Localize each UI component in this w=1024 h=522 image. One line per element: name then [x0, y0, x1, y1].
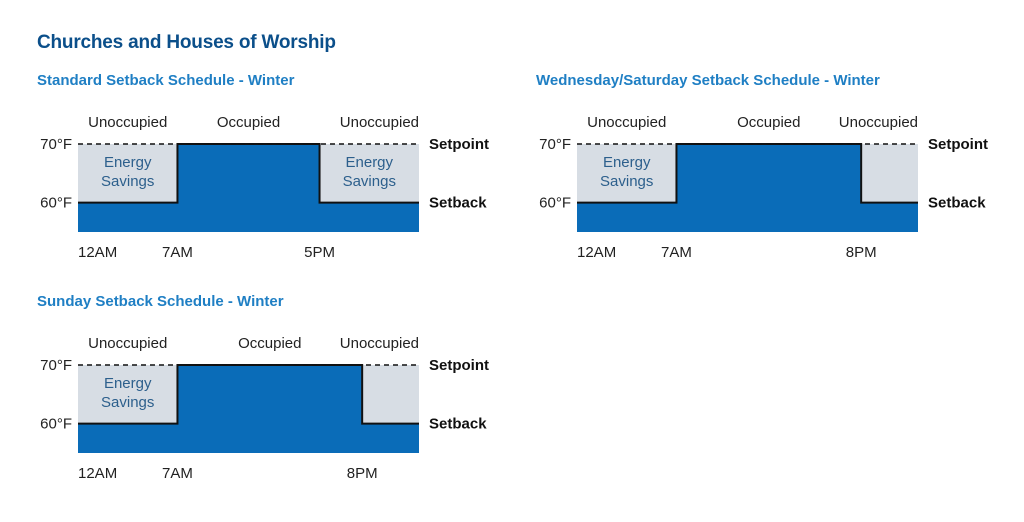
schedule-line: [78, 143, 419, 204]
y-tick-label: 60°F: [40, 416, 72, 433]
schedule-area: [577, 144, 918, 232]
x-tick-label: 7AM: [661, 244, 692, 261]
energy-savings-label: Energy: [603, 154, 651, 171]
chart-title: Wednesday/Saturday Setback Schedule - Wi…: [536, 72, 880, 89]
setpoint-label: Setpoint: [429, 136, 489, 153]
period-label: Unoccupied: [587, 114, 666, 131]
x-tick-label: 12AM: [78, 244, 117, 261]
schedule-area: [78, 144, 419, 232]
energy-savings-label: Savings: [101, 173, 154, 190]
chart-standard-setback: Standard Setback Schedule - Winter Unocc…: [37, 72, 497, 272]
period-label: Unoccupied: [839, 114, 918, 131]
y-tick-label: 70°F: [40, 136, 72, 153]
energy-savings-label: Savings: [101, 394, 154, 411]
y-tick-label: 70°F: [539, 136, 571, 153]
setback-label: Setback: [928, 195, 986, 212]
setpoint-label: Setpoint: [928, 136, 988, 153]
x-tick-label: 8PM: [347, 465, 378, 482]
chart-sunday-setback: Sunday Setback Schedule - Winter Unoccup…: [37, 293, 497, 493]
y-tick-label: 70°F: [40, 357, 72, 374]
page-title: Churches and Houses of Worship: [37, 32, 336, 53]
y-tick-label: 60°F: [40, 195, 72, 212]
x-tick-label: 12AM: [78, 465, 117, 482]
setback-label: Setback: [429, 416, 487, 433]
setpoint-label: Setpoint: [429, 357, 489, 374]
chart-title: Standard Setback Schedule - Winter: [37, 72, 295, 89]
y-tick-label: 60°F: [539, 195, 571, 212]
energy-savings-label: Energy: [104, 375, 152, 392]
period-label: Unoccupied: [340, 335, 419, 352]
period-label: Unoccupied: [88, 335, 167, 352]
period-label: Unoccupied: [340, 114, 419, 131]
x-tick-label: 8PM: [846, 244, 877, 261]
chart-wednesday-saturday-setback: Wednesday/Saturday Setback Schedule - Wi…: [536, 72, 996, 272]
x-tick-label: 5PM: [304, 244, 335, 261]
energy-savings-label: Energy: [346, 154, 394, 171]
period-label: Unoccupied: [88, 114, 167, 131]
energy-savings-label: Savings: [343, 173, 396, 190]
x-tick-label: 7AM: [162, 465, 193, 482]
chart-svg: Unoccupied Occupied UnoccupiedEnergySaving…: [40, 114, 489, 261]
schedule-area: [78, 365, 419, 453]
chart-svg: Unoccupied Occupied UnoccupiedEnergySaving…: [40, 335, 489, 482]
energy-savings-label: Energy: [104, 154, 152, 171]
x-tick-label: 12AM: [577, 244, 616, 261]
setback-label: Setback: [429, 195, 487, 212]
chart-title: Sunday Setback Schedule - Winter: [37, 293, 284, 310]
period-label: Occupied: [238, 335, 301, 352]
period-label: Occupied: [217, 114, 280, 131]
x-tick-label: 7AM: [162, 244, 193, 261]
chart-svg: Unoccupied Occupied UnoccupiedEnergySaving…: [539, 114, 988, 261]
energy-savings-label: Savings: [600, 173, 653, 190]
period-label: Occupied: [737, 114, 800, 131]
